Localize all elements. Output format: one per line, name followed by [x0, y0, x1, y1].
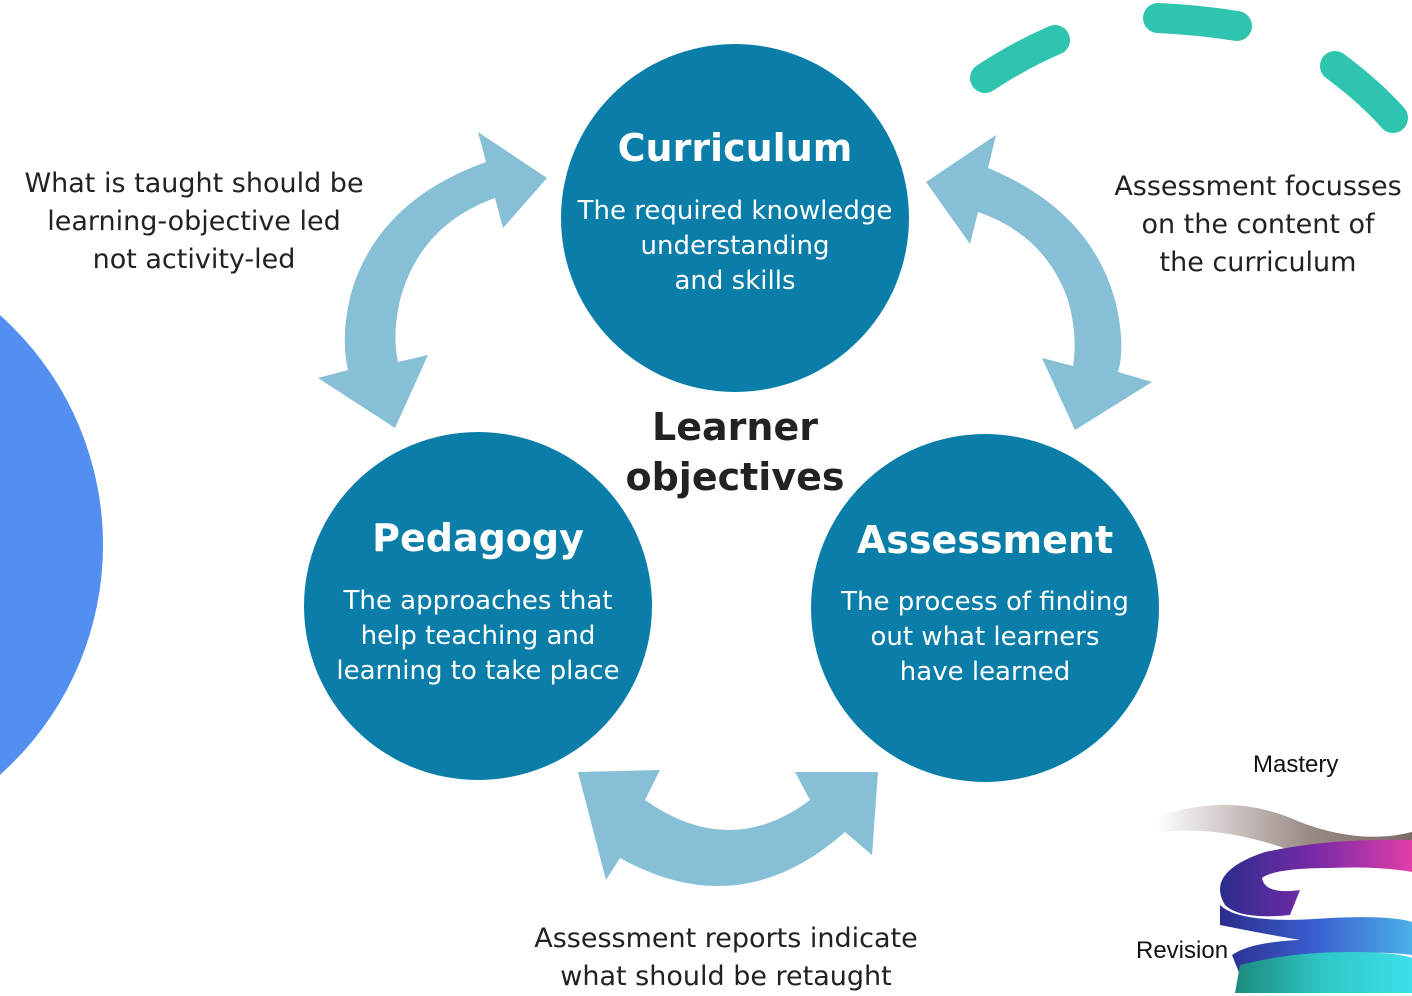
- node-curriculum-circle: [561, 44, 909, 392]
- side-decor-circle: [0, 315, 103, 775]
- desc-line: The process of finding: [841, 587, 1129, 617]
- note-line: What is taught should be: [24, 168, 364, 199]
- spiral-graphic: [1155, 804, 1412, 993]
- link-note-left: What is taught should be learning-object…: [14, 165, 374, 279]
- cycle-arrows: [318, 132, 1152, 887]
- note-line: on the content of: [1141, 209, 1375, 240]
- cycle-arrow-icon: [578, 770, 878, 887]
- node-assessment-title: Assessment: [856, 518, 1114, 562]
- node-pedagogy-title: Pedagogy: [372, 516, 584, 560]
- node-assessment-circle: [811, 434, 1159, 782]
- node-pedagogy-desc: The approaches that help teaching and le…: [304, 584, 652, 689]
- note-line: the curriculum: [1159, 247, 1357, 278]
- desc-line: The approaches that: [343, 586, 613, 616]
- spiral-label-mastery: Mastery: [1253, 751, 1339, 778]
- desc-line: out what learners: [870, 622, 1100, 652]
- note-line: what should be retaught: [560, 961, 892, 992]
- desc-line: and skills: [674, 266, 796, 296]
- desc-line: The required knowledge: [577, 196, 893, 226]
- desc-line: help teaching and: [360, 621, 596, 651]
- node-curriculum-title: Curriculum: [617, 126, 853, 170]
- desc-line: learning to take place: [336, 656, 620, 686]
- note-line: Assessment reports indicate: [534, 923, 918, 954]
- link-note-right: Assessment focusses on the content of th…: [1108, 168, 1408, 282]
- cycle-arrow-icon: [318, 132, 547, 428]
- node-curriculum-desc: The required knowledge understanding and…: [561, 194, 909, 299]
- center-label: Learner objectives: [600, 402, 870, 502]
- center-label-line: Learner: [652, 405, 818, 449]
- node-pedagogy-circle: [304, 432, 652, 780]
- node-assessment-desc: The process of finding out what learners…: [811, 585, 1159, 690]
- center-label-line: objectives: [625, 455, 845, 499]
- desc-line: have learned: [899, 657, 1071, 687]
- note-line: learning-objective led: [47, 206, 341, 237]
- spiral-label-revision: Revision: [1136, 937, 1229, 964]
- link-note-bottom: Assessment reports indicate what should …: [520, 920, 932, 996]
- decor-dashed-arc: [970, 3, 1408, 133]
- cycle-arrow-icon: [926, 135, 1152, 430]
- note-line: not activity-led: [92, 244, 296, 275]
- desc-line: understanding: [640, 231, 830, 261]
- note-line: Assessment focusses: [1114, 171, 1402, 202]
